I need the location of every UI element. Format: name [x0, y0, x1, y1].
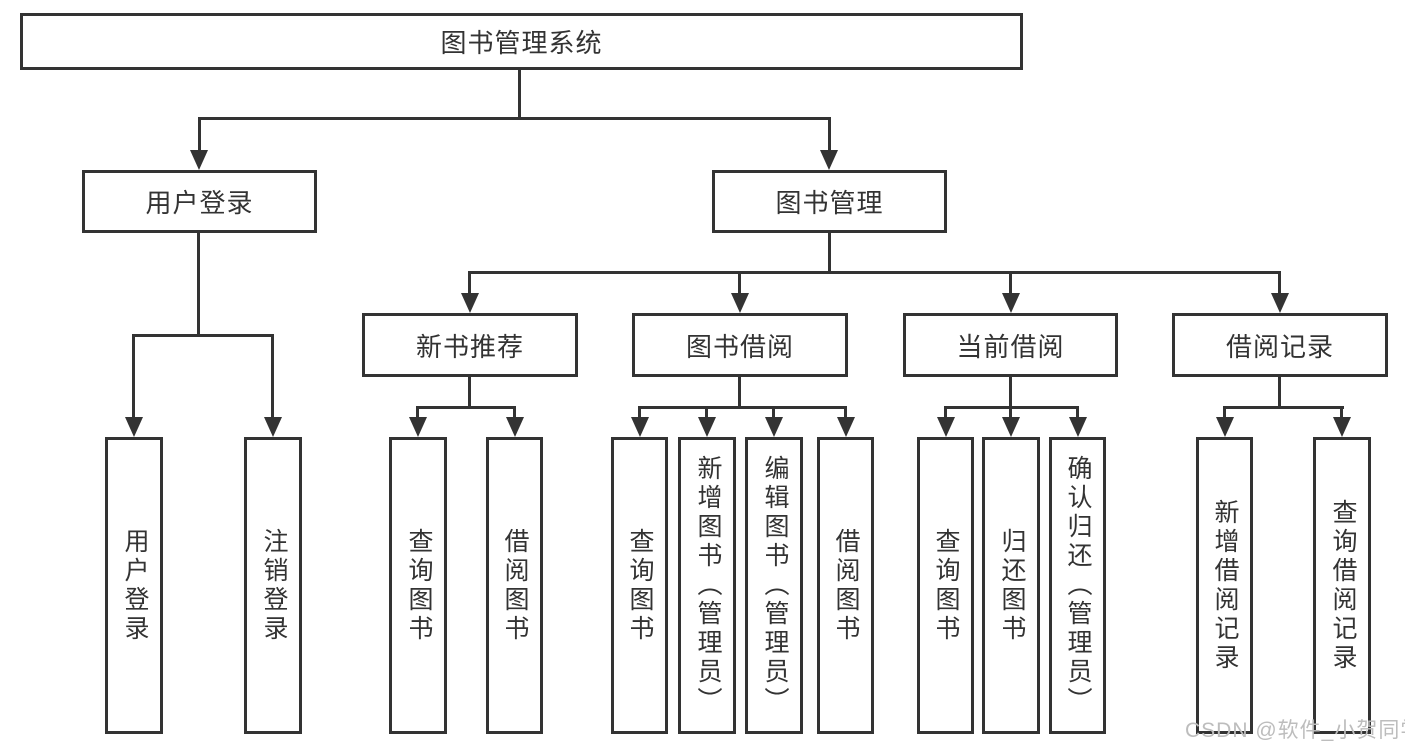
connector-line — [1009, 408, 1012, 423]
node-user-login: 用户登录 — [82, 170, 317, 233]
arrowhead-icon — [1333, 417, 1351, 437]
connector-line — [1009, 377, 1012, 408]
connector-line — [518, 70, 521, 119]
node-borrowing-records: 借阅记录 — [1172, 313, 1388, 377]
connector-line — [132, 336, 135, 428]
arrowhead-icon — [409, 417, 427, 437]
leaf-return-books: 归还图书 — [982, 437, 1040, 734]
connector-line — [844, 408, 847, 423]
arrowhead-icon — [837, 417, 855, 437]
connector-line — [944, 408, 947, 423]
connector-line — [638, 408, 641, 423]
arrowhead-icon — [506, 417, 524, 437]
node-book-borrowing: 图书借阅 — [632, 313, 848, 377]
arrowhead-icon — [264, 417, 282, 437]
node-root-library-system: 图书管理系统 — [20, 13, 1023, 70]
connector-line — [772, 408, 775, 423]
leaf-query-borrow-record: 查询借阅记录 — [1313, 437, 1371, 734]
arrowhead-icon — [125, 417, 143, 437]
node-current-borrowing: 当前借阅 — [903, 313, 1118, 377]
connector-line — [738, 273, 741, 298]
arrowhead-icon — [631, 417, 649, 437]
arrowhead-icon — [1002, 417, 1020, 437]
arrowhead-icon — [1271, 293, 1289, 313]
connector-line — [638, 406, 847, 409]
connector-line — [197, 233, 200, 336]
connector-line — [1340, 408, 1343, 423]
connector-line — [132, 334, 274, 337]
connector-line — [416, 408, 419, 423]
connector-line — [1278, 377, 1281, 408]
connector-line — [198, 117, 831, 120]
leaf-query-books-recommend: 查询图书 — [389, 437, 447, 734]
connector-line — [198, 119, 201, 164]
connector-line — [1223, 406, 1344, 409]
arrowhead-icon — [190, 150, 208, 170]
leaf-edit-books-admin: 编辑图书（管理员） — [745, 437, 803, 734]
leaf-query-books-borrowing: 查询图书 — [611, 437, 668, 734]
arrowhead-icon — [698, 417, 716, 437]
arrowhead-icon — [1069, 417, 1087, 437]
connector-line — [468, 377, 471, 408]
connector-line — [705, 408, 708, 423]
leaf-add-borrow-record: 新增借阅记录 — [1196, 437, 1253, 734]
connector-line — [1076, 408, 1079, 423]
connector-line — [944, 406, 1079, 409]
leaf-borrow-books-recommend: 借阅图书 — [486, 437, 543, 734]
connector-line — [1223, 408, 1226, 423]
node-new-book-recommend: 新书推荐 — [362, 313, 578, 377]
connector-line — [828, 119, 831, 164]
connector-line — [468, 271, 1281, 274]
leaf-borrow-books: 借阅图书 — [817, 437, 874, 734]
connector-line — [1278, 273, 1281, 298]
leaf-confirm-return-admin: 确认归还（管理员） — [1049, 437, 1106, 734]
connector-line — [1009, 273, 1012, 298]
connector-line — [468, 273, 471, 298]
arrowhead-icon — [731, 293, 749, 313]
arrowhead-icon — [820, 150, 838, 170]
leaf-logout: 注销登录 — [244, 437, 302, 734]
arrowhead-icon — [1002, 293, 1020, 313]
leaf-add-books-admin: 新增图书（管理员） — [678, 437, 736, 734]
connector-line — [271, 336, 274, 428]
arrowhead-icon — [1216, 417, 1234, 437]
connector-line — [738, 377, 741, 408]
leaf-query-books-current: 查询图书 — [917, 437, 974, 734]
connector-line — [513, 408, 516, 423]
arrowhead-icon — [765, 417, 783, 437]
arrowhead-icon — [937, 417, 955, 437]
leaf-user-login: 用户登录 — [105, 437, 163, 734]
arrowhead-icon — [461, 293, 479, 313]
connector-line — [828, 233, 831, 273]
node-book-management: 图书管理 — [712, 170, 947, 233]
csdn-watermark: CSDN @软件_小贺同学 — [1185, 719, 1405, 742]
connector-line — [416, 406, 516, 409]
